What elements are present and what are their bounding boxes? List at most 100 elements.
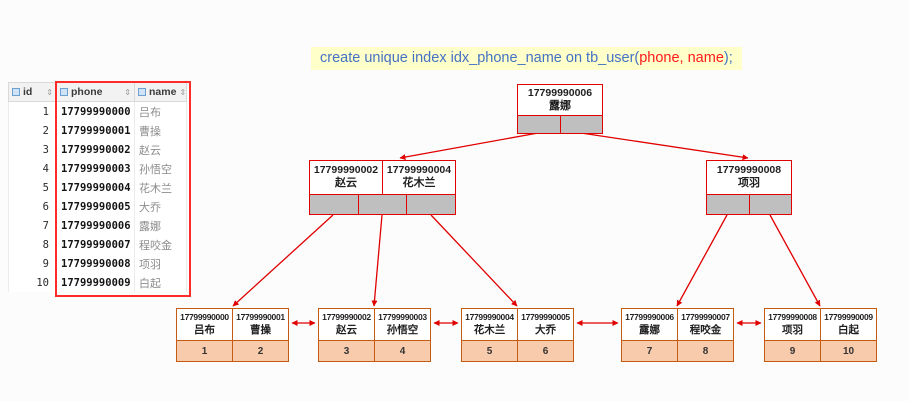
leaf-entry-name: 大乔 — [535, 324, 556, 336]
table-row: 3 17799990002 赵云 — [8, 140, 187, 159]
leaf-entry: 17799990004 花木兰 5 — [462, 309, 518, 361]
leaf-entry-name: 程咬金 — [689, 324, 722, 336]
column-icon — [138, 88, 146, 96]
id-cell[interactable]: 5 — [9, 178, 57, 197]
leaf-entry-name: 吕布 — [194, 324, 215, 336]
leaf-entry-phone: 17799990000 — [180, 312, 229, 322]
sql-statement: create unique index idx_phone_name on tb… — [311, 47, 742, 70]
phone-cell[interactable]: 17799990007 — [57, 235, 135, 254]
node-key-name: 露娜 — [549, 100, 571, 112]
name-cell[interactable]: 项羽 — [135, 254, 187, 273]
id-cell[interactable]: 9 — [9, 254, 57, 273]
phone-cell[interactable]: 17799990000 — [57, 102, 135, 121]
btree-root-node: 17799990006 露娜 — [517, 84, 603, 134]
phone-cell[interactable]: 17799990008 — [57, 254, 135, 273]
phone-cell[interactable]: 17799990001 — [57, 121, 135, 140]
leaf-entry-phone: 17799990005 — [521, 312, 570, 322]
id-cell[interactable]: 6 — [9, 197, 57, 216]
node-pointers — [310, 194, 456, 214]
btree-leaf-node: 17799990004 花木兰 5 17799990005 大乔 6 — [461, 308, 574, 362]
table-row: 7 17799990006 露娜 — [8, 216, 187, 235]
leaf-entry-id: 3 — [319, 340, 374, 361]
table-header: id ⇕ phone ⇕ name ⇕ — [8, 82, 187, 102]
table-row: 5 17799990004 花木兰 — [8, 178, 187, 197]
column-icon — [12, 88, 20, 96]
pointer-cell — [707, 195, 750, 214]
phone-cell[interactable]: 17799990002 — [57, 140, 135, 159]
name-cell[interactable]: 赵云 — [135, 140, 187, 159]
leaf-entry-phone: 17799990008 — [768, 312, 817, 322]
node-key-phone: 17799990004 — [386, 164, 452, 176]
node-keys: 17799990002 赵云 17799990004 花木兰 — [310, 161, 455, 194]
leaf-entry-id: 1 — [177, 340, 232, 361]
node-key-phone: 17799990002 — [313, 164, 379, 176]
name-cell[interactable]: 吕布 — [135, 102, 187, 121]
node-key-name: 赵云 — [335, 177, 357, 189]
table-row: 9 17799990008 项羽 — [8, 254, 187, 273]
name-cell[interactable]: 白起 — [135, 273, 187, 292]
sort-icon[interactable]: ⇕ — [179, 87, 187, 97]
node-pointers — [518, 115, 602, 133]
node-key: 17799990002 赵云 — [310, 161, 383, 194]
node-key: 17799990008 项羽 — [707, 161, 791, 194]
column-header-id[interactable]: id ⇕ — [9, 83, 57, 101]
phone-cell[interactable]: 17799990006 — [57, 216, 135, 235]
name-cell[interactable]: 大乔 — [135, 197, 187, 216]
leaf-entry: 17799990008 项羽 9 — [765, 309, 821, 361]
id-cell[interactable]: 2 — [9, 121, 57, 140]
leaf-entry-name: 赵云 — [336, 324, 357, 336]
leaf-entry: 17799990009 白起 10 — [821, 309, 876, 361]
pointer-cell — [310, 195, 359, 214]
name-cell[interactable]: 曹操 — [135, 121, 187, 140]
column-label: phone — [71, 86, 103, 98]
sort-icon[interactable]: ⇕ — [46, 87, 53, 97]
pointer-cell — [407, 195, 456, 214]
phone-cell[interactable]: 17799990009 — [57, 273, 135, 292]
table-row: 6 17799990005 大乔 — [8, 197, 187, 216]
leaf-entry-id: 8 — [678, 340, 733, 361]
pointer-cell — [358, 195, 408, 214]
btree-internal-node-right: 17799990008 项羽 — [706, 160, 792, 215]
id-cell[interactable]: 8 — [9, 235, 57, 254]
name-cell[interactable]: 程咬金 — [135, 235, 187, 254]
leaf-entry-id: 5 — [462, 340, 517, 361]
id-cell[interactable]: 7 — [9, 216, 57, 235]
btree-leaf-node: 17799990002 赵云 3 17799990003 孙悟空 4 — [318, 308, 431, 362]
node-key: 17799990006 露娜 — [518, 85, 602, 115]
table-row: 10 17799990009 白起 — [8, 273, 187, 292]
name-cell[interactable]: 露娜 — [135, 216, 187, 235]
id-cell[interactable]: 1 — [9, 102, 57, 121]
id-cell[interactable]: 4 — [9, 159, 57, 178]
leaf-entry-name: 花木兰 — [473, 324, 506, 336]
leaf-entry: 17799990005 大乔 6 — [518, 309, 573, 361]
btree-leaf-node: 17799990006 露娜 7 17799990007 程咬金 8 — [621, 308, 734, 362]
leaf-entry-phone: 17799990009 — [824, 312, 873, 322]
leaf-entry-name: 露娜 — [639, 324, 660, 336]
column-header-phone[interactable]: phone ⇕ — [57, 83, 135, 101]
leaf-entry-phone: 17799990001 — [236, 312, 285, 322]
leaf-entry-id: 6 — [518, 340, 573, 361]
id-cell[interactable]: 3 — [9, 140, 57, 159]
leaf-entry-id: 9 — [765, 340, 820, 361]
column-header-name[interactable]: name ⇕ — [135, 83, 187, 101]
leaf-entry-id: 4 — [375, 340, 430, 361]
node-key: 17799990004 花木兰 — [383, 161, 455, 194]
btree-leaf-node: 17799990008 项羽 9 17799990009 白起 10 — [764, 308, 877, 362]
leaf-entry-id: 10 — [821, 340, 876, 361]
sql-text-main: create unique index idx_phone_name on tb… — [320, 50, 640, 66]
id-cell[interactable]: 10 — [9, 273, 57, 292]
name-cell[interactable]: 孙悟空 — [135, 159, 187, 178]
phone-cell[interactable]: 17799990004 — [57, 178, 135, 197]
leaf-entry-name: 曹操 — [250, 324, 271, 336]
leaf-entry-phone: 17799990002 — [322, 312, 371, 322]
node-keys: 17799990006 露娜 — [518, 85, 602, 115]
phone-cell[interactable]: 17799990003 — [57, 159, 135, 178]
table-row: 2 17799990001 曹操 — [8, 121, 187, 140]
sort-icon[interactable]: ⇕ — [124, 87, 131, 97]
result-grid: id ⇕ phone ⇕ name ⇕ 1 17799990000 吕布 2 1… — [8, 82, 187, 292]
phone-cell[interactable]: 17799990005 — [57, 197, 135, 216]
name-cell[interactable]: 花木兰 — [135, 178, 187, 197]
node-key-phone: 17799990008 — [716, 164, 782, 176]
column-label: id — [23, 86, 33, 98]
